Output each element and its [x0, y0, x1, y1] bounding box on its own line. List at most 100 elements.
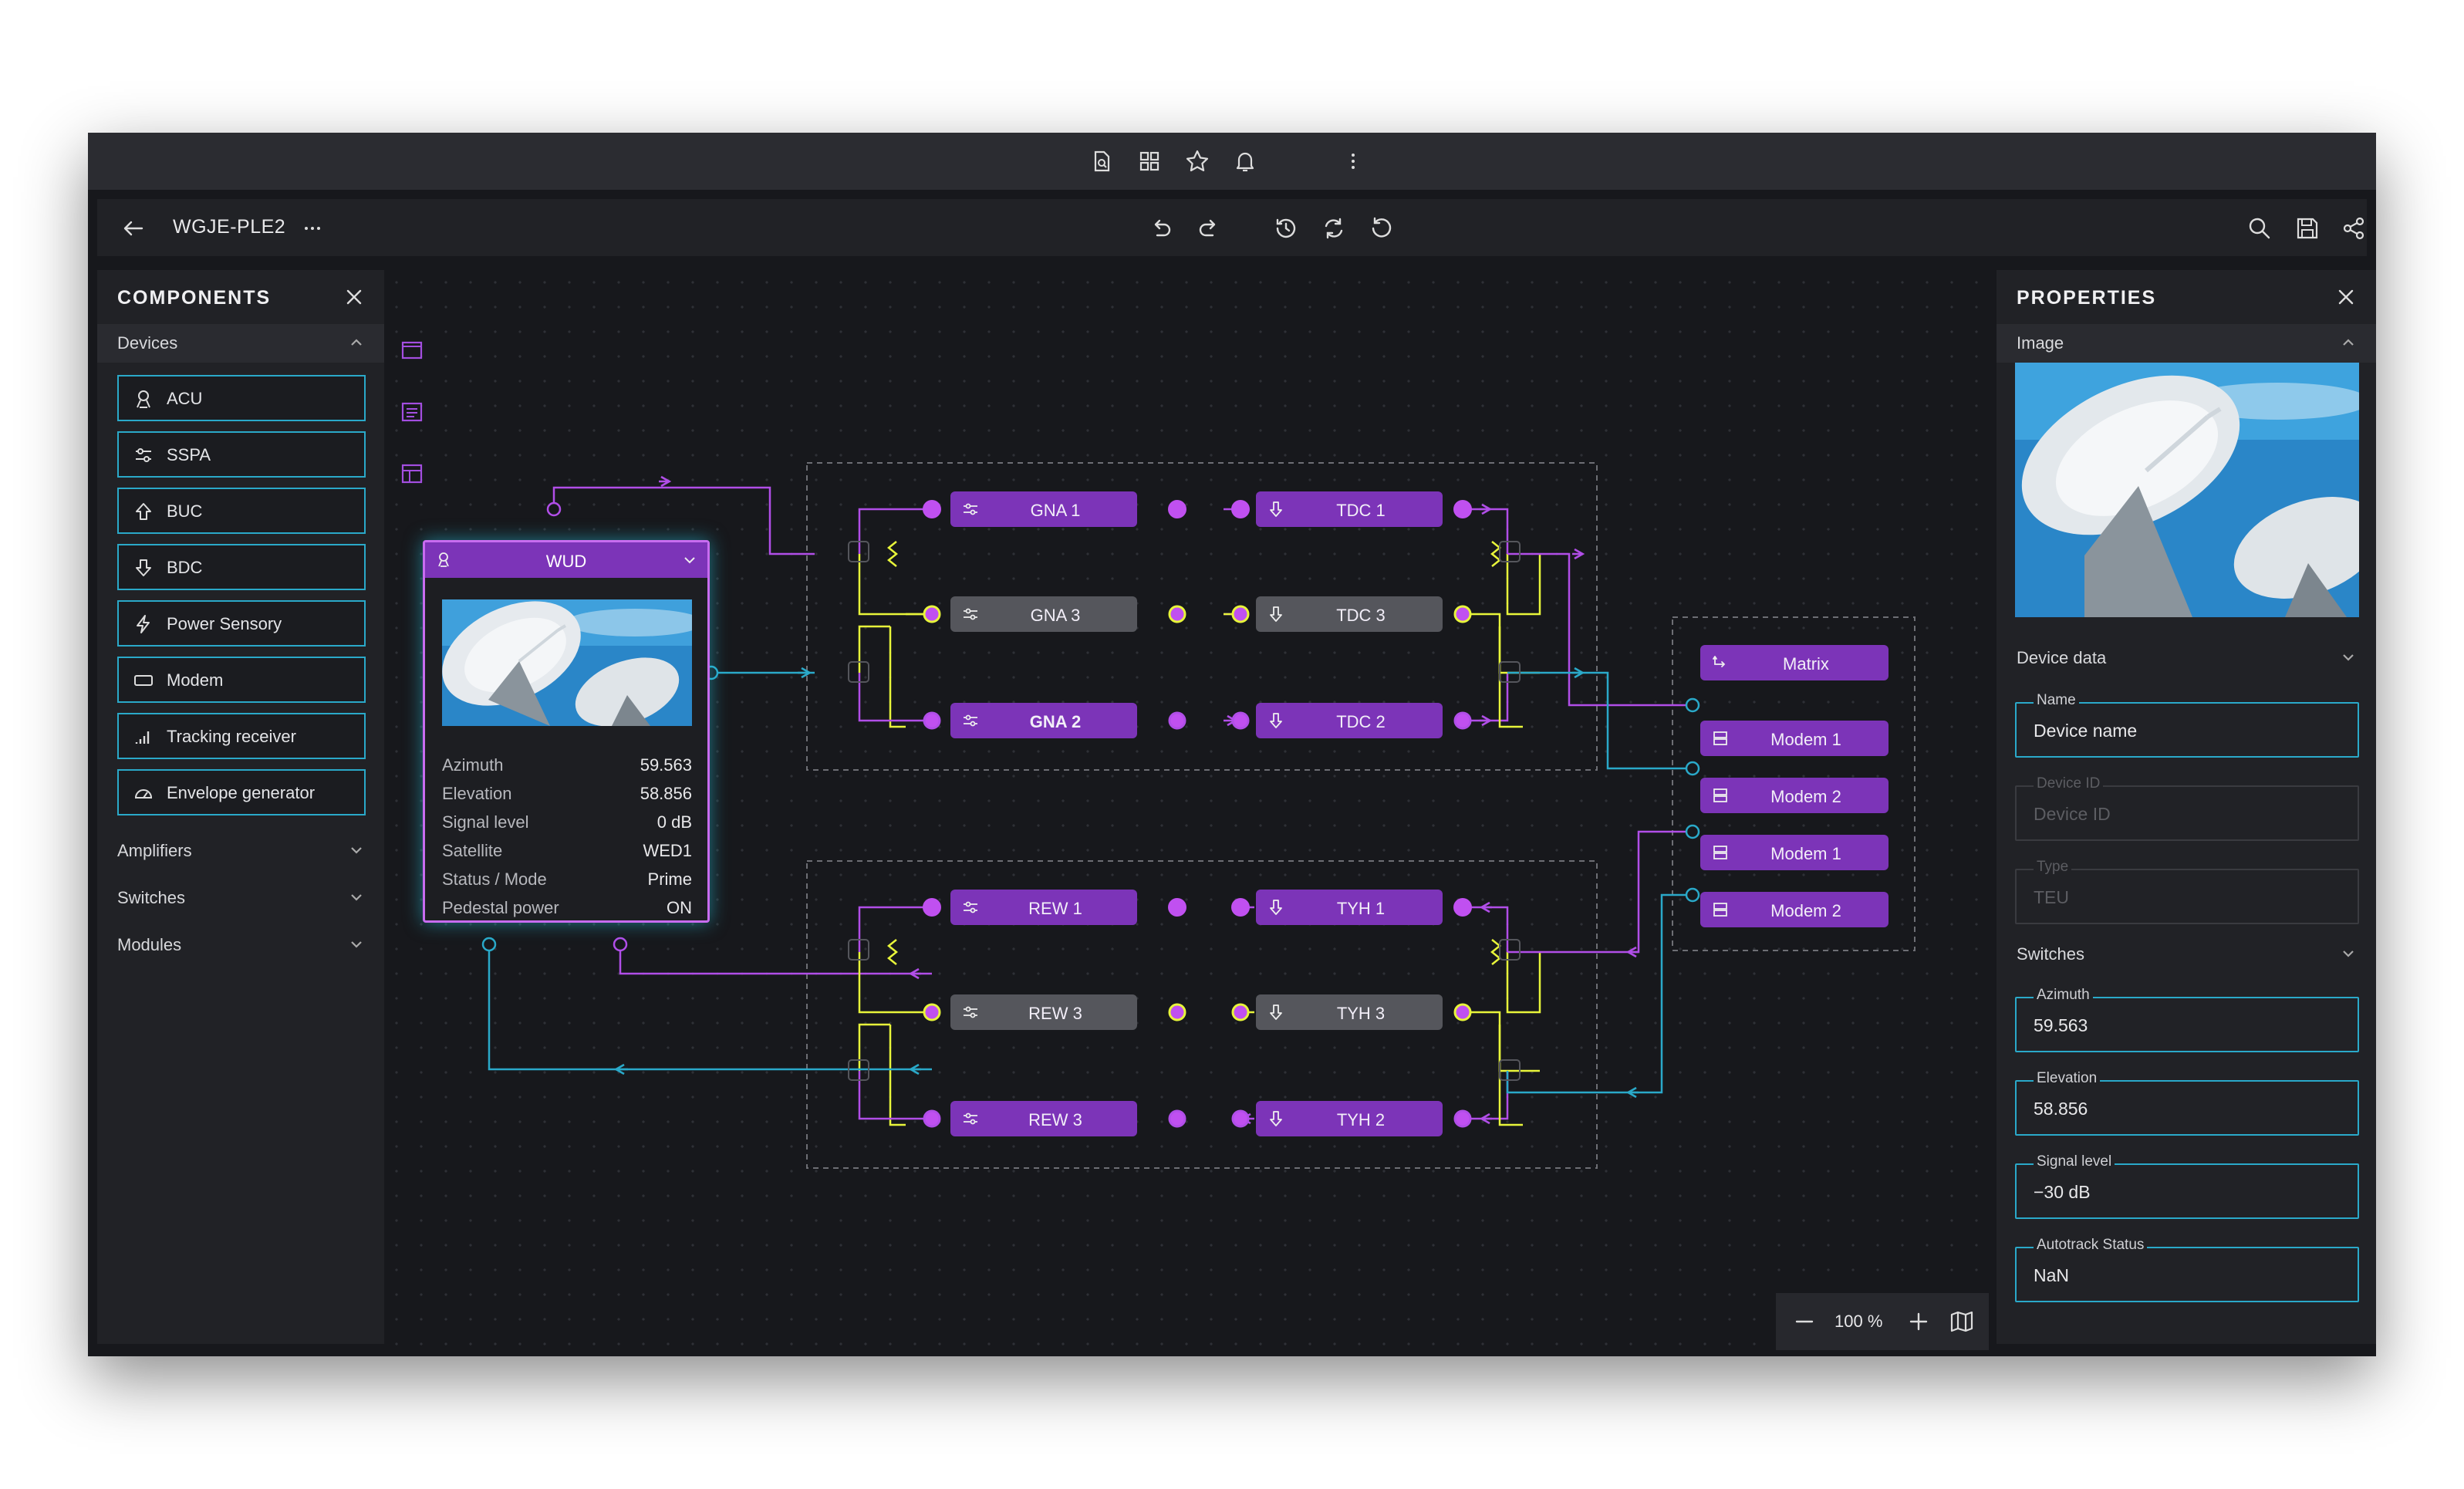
- device-acu[interactable]: ACU: [117, 375, 366, 421]
- port[interactable]: [1453, 1109, 1472, 1128]
- window-icon[interactable]: [400, 338, 424, 363]
- port[interactable]: [613, 937, 628, 952]
- node-rew-1[interactable]: REW 1: [950, 890, 1137, 925]
- section-label: Switches: [117, 888, 186, 907]
- port[interactable]: [1685, 761, 1700, 776]
- wire: [619, 944, 906, 975]
- port[interactable]: [1685, 824, 1700, 839]
- port[interactable]: [481, 937, 497, 952]
- port[interactable]: [923, 605, 941, 623]
- name-field[interactable]: Name Device name: [2015, 692, 2359, 758]
- switches-section-header[interactable]: Switches: [1997, 935, 2376, 974]
- node-gna-1[interactable]: GNA 1: [950, 491, 1137, 527]
- node-label: Matrix: [1783, 654, 1829, 674]
- list-icon[interactable]: [400, 400, 424, 424]
- node-label: REW 3: [1028, 1110, 1082, 1129]
- node-tdc-3[interactable]: TDC 3: [1256, 596, 1443, 632]
- devices-section-header[interactable]: Devices: [97, 324, 384, 363]
- device-envelope-generator[interactable]: Envelope generator: [117, 769, 366, 815]
- port[interactable]: [923, 711, 941, 730]
- type-field-label: Type: [2034, 859, 2072, 876]
- zoom-out-icon[interactable]: [1791, 1308, 1818, 1335]
- redo-icon[interactable]: [1196, 215, 1222, 241]
- device-bdc[interactable]: BDC: [117, 544, 366, 590]
- device-sspa[interactable]: SSPA: [117, 431, 366, 478]
- search-icon[interactable]: [2246, 215, 2273, 241]
- switches-section-header[interactable]: Switches: [97, 879, 384, 917]
- more-horizontal-icon[interactable]: [299, 215, 326, 241]
- reset-icon[interactable]: [1369, 215, 1395, 241]
- modules-section-header[interactable]: Modules: [97, 926, 384, 964]
- port[interactable]: [1231, 1003, 1250, 1021]
- bell-icon[interactable]: [1233, 149, 1257, 174]
- node-tdc-1[interactable]: TDC 1: [1256, 491, 1443, 527]
- image-section-header[interactable]: Image: [1997, 324, 2376, 363]
- node-tyh-2[interactable]: TYH 2: [1256, 1101, 1443, 1136]
- port[interactable]: [1168, 898, 1186, 917]
- node-gna-3[interactable]: GNA 3: [950, 596, 1137, 632]
- node-modem-2[interactable]: Modem 2: [1700, 778, 1889, 813]
- device-power-sensory[interactable]: Power Sensory: [117, 600, 366, 647]
- document-search-icon[interactable]: [1089, 149, 1114, 174]
- port[interactable]: [1453, 500, 1472, 518]
- node-rew-3-bottom[interactable]: REW 3: [950, 1101, 1137, 1136]
- close-icon[interactable]: [343, 285, 366, 309]
- port[interactable]: [1168, 1109, 1186, 1128]
- node-tyh-1[interactable]: TYH 1: [1256, 890, 1443, 925]
- port[interactable]: [923, 1109, 941, 1128]
- port[interactable]: [1168, 605, 1186, 623]
- grid-icon[interactable]: [1137, 149, 1162, 174]
- device-tracking-receiver[interactable]: Tracking receiver: [117, 713, 366, 759]
- port[interactable]: [1168, 1003, 1186, 1021]
- port[interactable]: [1231, 898, 1250, 917]
- elevation-field[interactable]: Elevation 58.856: [2015, 1070, 2359, 1136]
- azimuth-field[interactable]: Azimuth 59.563: [2015, 987, 2359, 1052]
- port[interactable]: [923, 1003, 941, 1021]
- autotrack-status-field[interactable]: Autotrack Status NaN: [2015, 1237, 2359, 1302]
- close-icon[interactable]: [2334, 285, 2358, 309]
- port[interactable]: [1453, 711, 1472, 730]
- port[interactable]: [923, 500, 941, 518]
- zoom-in-icon[interactable]: [1905, 1308, 1932, 1335]
- wud-header[interactable]: WUD: [425, 542, 707, 578]
- port[interactable]: [1453, 605, 1472, 623]
- more-vertical-icon[interactable]: [1341, 149, 1365, 174]
- node-gna-2[interactable]: GNA 2: [950, 703, 1137, 738]
- node-matrix[interactable]: Matrix: [1700, 645, 1889, 680]
- node-tdc-2[interactable]: TDC 2: [1256, 703, 1443, 738]
- signal-level-field[interactable]: Signal level −30 dB: [2015, 1153, 2359, 1219]
- share-icon[interactable]: [2341, 215, 2367, 241]
- amplifiers-section-header[interactable]: Amplifiers: [97, 832, 384, 870]
- device-modem[interactable]: Modem: [117, 657, 366, 703]
- port[interactable]: [1685, 697, 1700, 713]
- port[interactable]: [1231, 1109, 1250, 1128]
- chevron-down-icon[interactable]: [681, 552, 698, 569]
- star-icon[interactable]: [1185, 149, 1210, 174]
- node-modem-1[interactable]: Modem 1: [1700, 721, 1889, 756]
- port[interactable]: [1231, 605, 1250, 623]
- node-rew-3[interactable]: REW 3: [950, 994, 1137, 1030]
- save-icon[interactable]: [2294, 215, 2321, 241]
- node-tyh-3[interactable]: TYH 3: [1256, 994, 1443, 1030]
- port[interactable]: [1168, 500, 1186, 518]
- history-icon[interactable]: [1273, 215, 1299, 241]
- node-modem-1-b[interactable]: Modem 1: [1700, 835, 1889, 870]
- port[interactable]: [1453, 898, 1472, 917]
- layout-icon[interactable]: [400, 461, 424, 486]
- device-buc[interactable]: BUC: [117, 488, 366, 534]
- port[interactable]: [1168, 711, 1186, 730]
- undo-icon[interactable]: [1148, 215, 1174, 241]
- node-modem-2-b[interactable]: Modem 2: [1700, 892, 1889, 927]
- port[interactable]: [1231, 711, 1250, 730]
- port[interactable]: [1685, 887, 1700, 903]
- port[interactable]: [1231, 500, 1250, 518]
- port[interactable]: [546, 501, 562, 517]
- back-arrow-icon[interactable]: [120, 215, 147, 241]
- device-data-section-header[interactable]: Device data: [1997, 639, 2376, 677]
- sync-icon[interactable]: [1321, 215, 1347, 241]
- port[interactable]: [923, 898, 941, 917]
- map-icon[interactable]: [1949, 1308, 1975, 1335]
- port[interactable]: [1453, 1003, 1472, 1021]
